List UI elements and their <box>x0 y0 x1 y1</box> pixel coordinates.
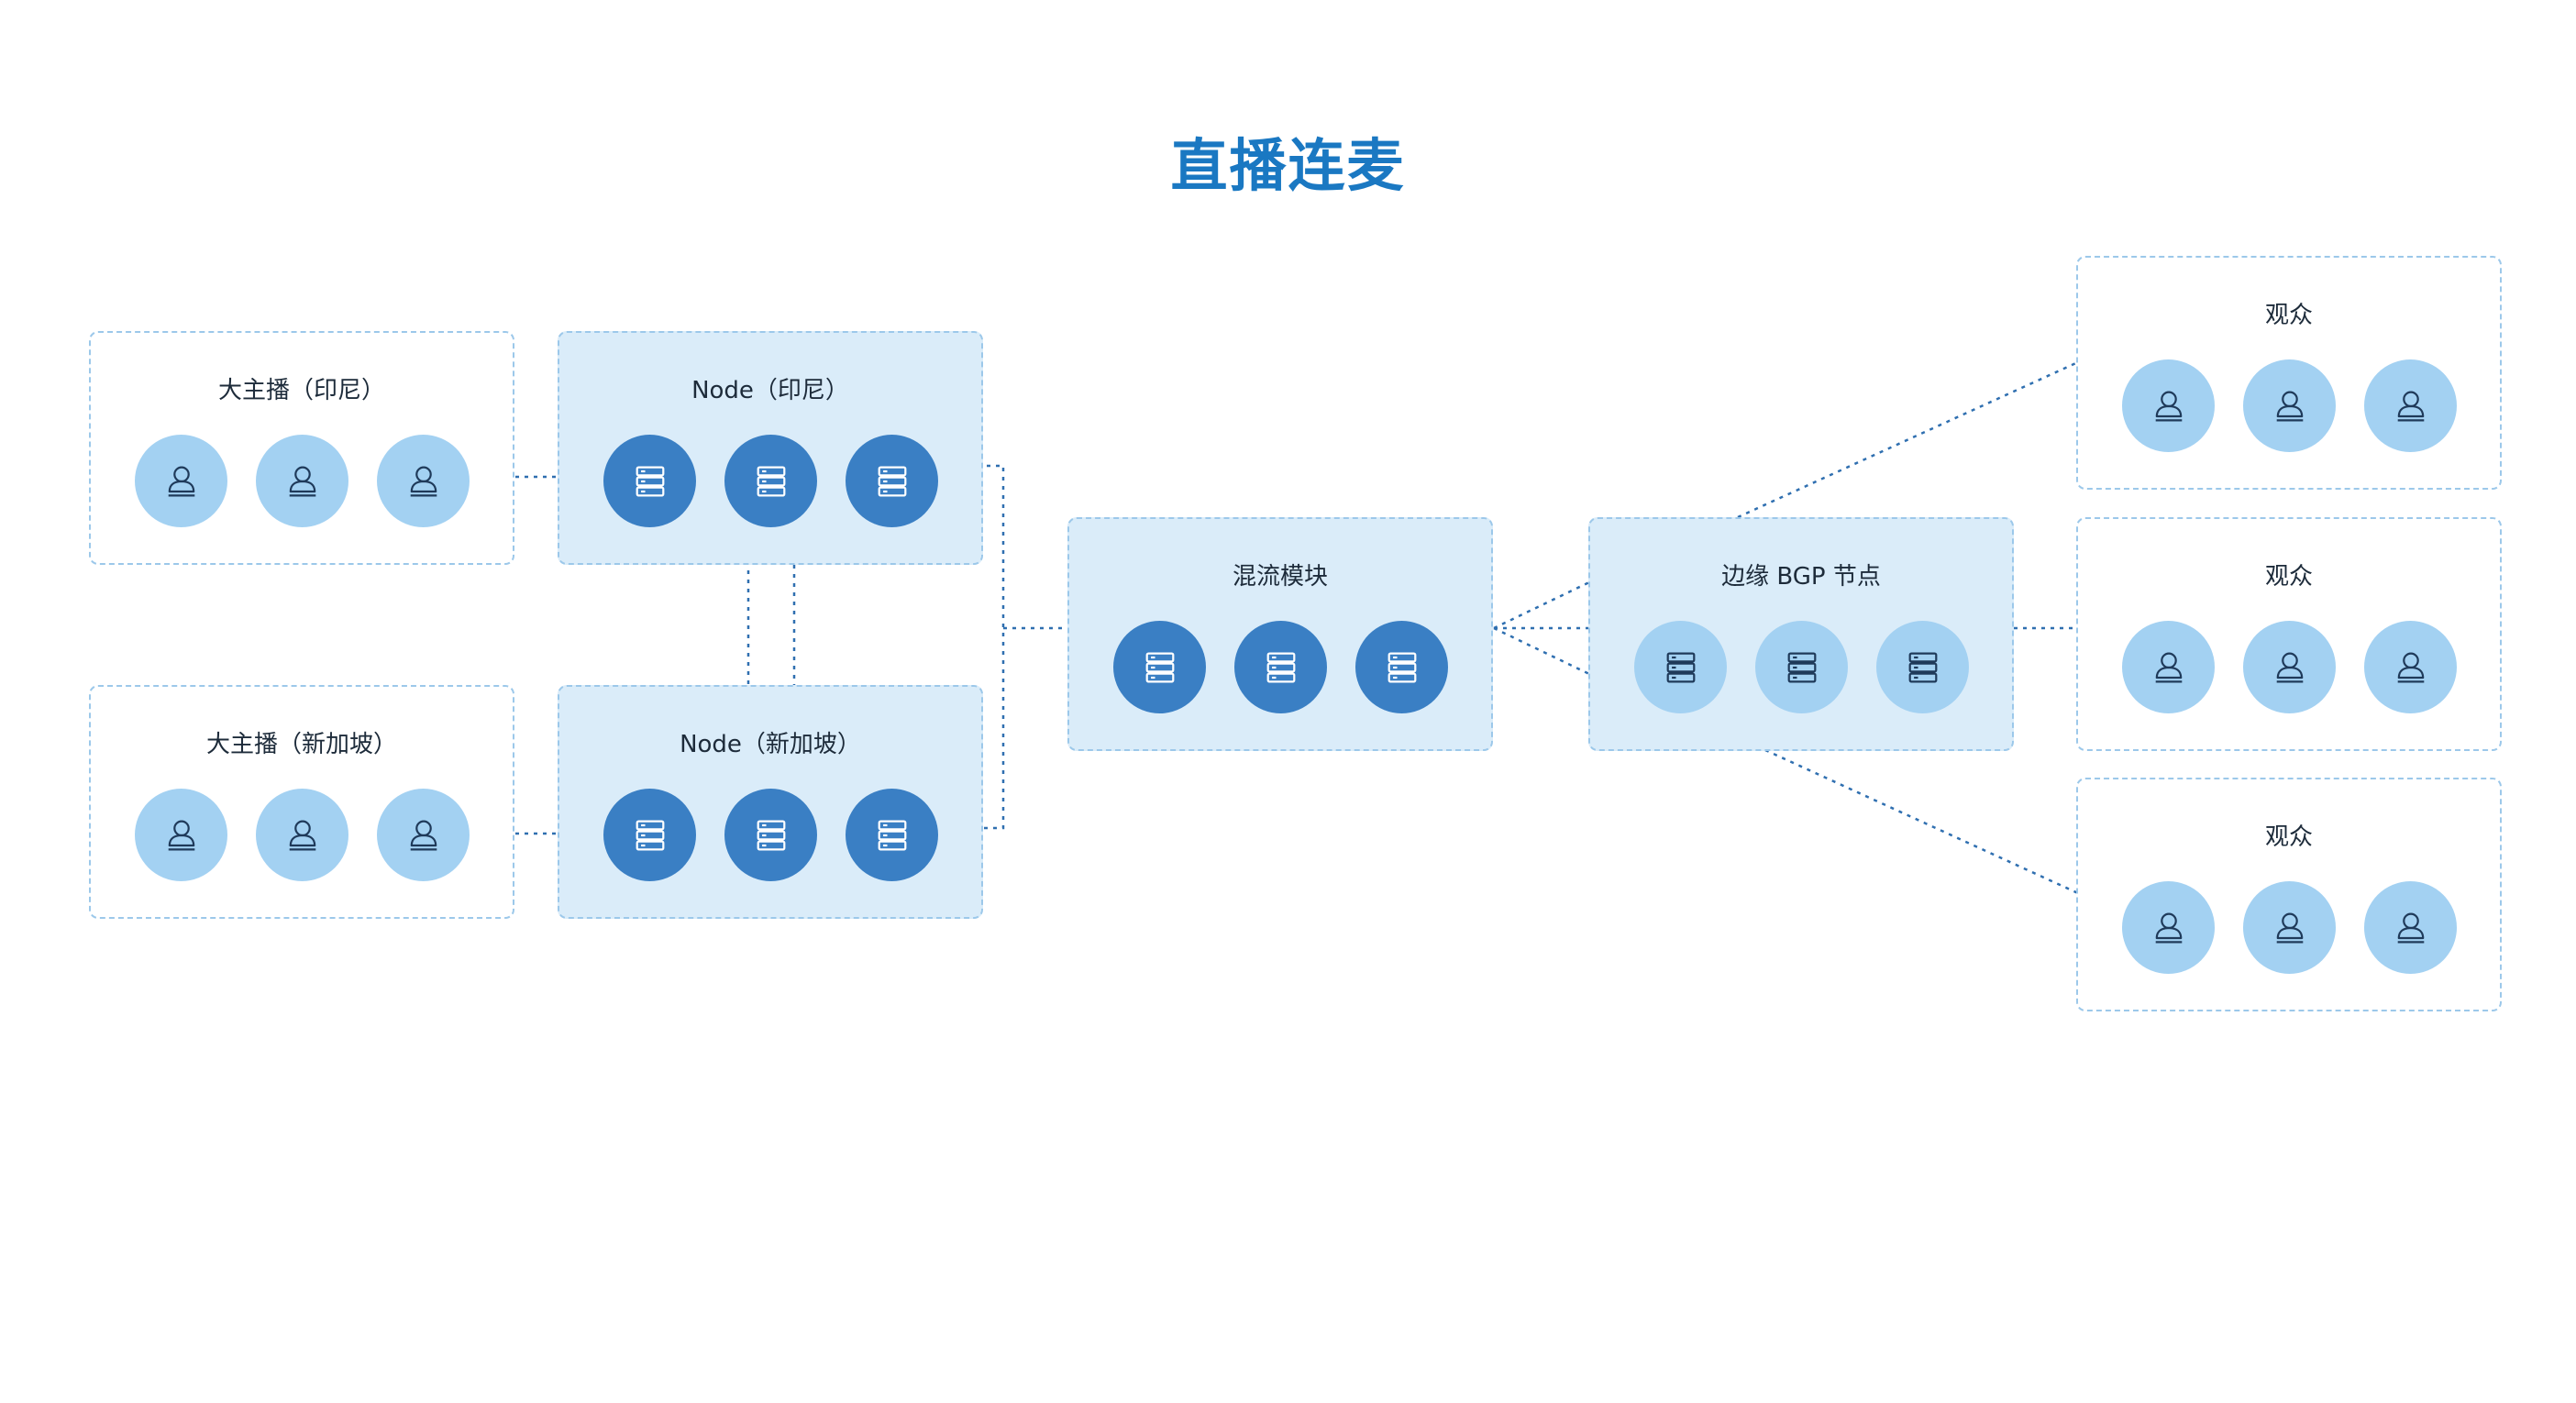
audience-user-1 <box>2122 881 2215 974</box>
node-server-1 <box>603 435 696 527</box>
server-icon <box>1382 647 1422 688</box>
host-user-1 <box>135 789 227 881</box>
user-icon <box>2391 908 2431 948</box>
user-icon <box>404 461 444 502</box>
user-icon <box>282 461 323 502</box>
host-user-2 <box>256 435 348 527</box>
edge-bgp-box: 边缘 BGP 节点 <box>1588 517 2014 751</box>
user-icon <box>2270 647 2310 688</box>
node-singapore-box: Node（新加坡） <box>558 685 983 919</box>
arrow-edge-to-audience-1 <box>1737 349 2102 519</box>
arrow-edge-to-audience-3 <box>1764 748 2102 906</box>
audience-user-2 <box>2243 359 2336 452</box>
user-icon <box>2391 386 2431 426</box>
server-icon <box>630 461 670 502</box>
audience-label: 观众 <box>2264 302 2313 329</box>
audience-user-1 <box>2122 359 2215 452</box>
host-user-1 <box>135 435 227 527</box>
server-icon <box>751 461 791 502</box>
host-user-3 <box>377 789 470 881</box>
audience-user-3 <box>2364 881 2457 974</box>
server-icon <box>1140 647 1180 688</box>
user-icon <box>404 815 444 856</box>
server-icon <box>630 815 670 856</box>
host-indonesia-label: 大主播（印尼） <box>217 377 385 404</box>
edge-bgp-label: 边缘 BGP 节点 <box>1721 563 1881 591</box>
user-icon <box>2149 908 2189 948</box>
audience-box-3: 观众 <box>2076 778 2502 1011</box>
server-icon <box>1261 647 1301 688</box>
user-icon <box>161 461 202 502</box>
diagram-title: 直播连麦 <box>1170 132 1406 199</box>
server-icon <box>1661 647 1701 688</box>
node-server-3 <box>846 789 938 881</box>
mixer-server-3 <box>1355 621 1448 713</box>
user-icon <box>2391 647 2431 688</box>
audience-label: 观众 <box>2264 563 2313 591</box>
edge-server-3 <box>1876 621 1969 713</box>
mixer-server-1 <box>1113 621 1206 713</box>
audience-user-3 <box>2364 621 2457 713</box>
user-icon <box>2270 386 2310 426</box>
node-server-3 <box>846 435 938 527</box>
mixer-box: 混流模块 <box>1067 517 1493 751</box>
audience-user-2 <box>2243 881 2336 974</box>
node-singapore-label: Node（新加坡） <box>680 731 861 758</box>
host-singapore-label: 大主播（新加坡） <box>205 731 397 758</box>
server-icon <box>872 461 912 502</box>
user-icon <box>161 815 202 856</box>
edge-server-2 <box>1755 621 1848 713</box>
host-indonesia-box: 大主播（印尼） <box>89 331 514 565</box>
user-icon <box>282 815 323 856</box>
audience-box-2: 观众 <box>2076 517 2502 751</box>
user-icon <box>2149 647 2189 688</box>
server-icon <box>751 815 791 856</box>
node-server-2 <box>724 435 817 527</box>
server-icon <box>872 815 912 856</box>
connector-mixer-to-edge-bottom <box>1493 626 1590 676</box>
node-indonesia-box: Node（印尼） <box>558 331 983 565</box>
connector-mixer-to-edge-top <box>1493 580 1590 630</box>
node-server-2 <box>724 789 817 881</box>
mixer-label: 混流模块 <box>1232 563 1328 591</box>
audience-user-3 <box>2364 359 2457 452</box>
server-icon <box>1782 647 1822 688</box>
audience-label: 观众 <box>2264 823 2313 851</box>
edge-server-1 <box>1634 621 1727 713</box>
host-singapore-box: 大主播（新加坡） <box>89 685 514 919</box>
audience-user-2 <box>2243 621 2336 713</box>
user-icon <box>2149 386 2189 426</box>
node-server-1 <box>603 789 696 881</box>
host-user-3 <box>377 435 470 527</box>
server-icon <box>1903 647 1943 688</box>
host-user-2 <box>256 789 348 881</box>
audience-user-1 <box>2122 621 2215 713</box>
audience-box-1: 观众 <box>2076 256 2502 490</box>
mixer-server-2 <box>1234 621 1327 713</box>
node-indonesia-label: Node（印尼） <box>691 377 849 404</box>
user-icon <box>2270 908 2310 948</box>
